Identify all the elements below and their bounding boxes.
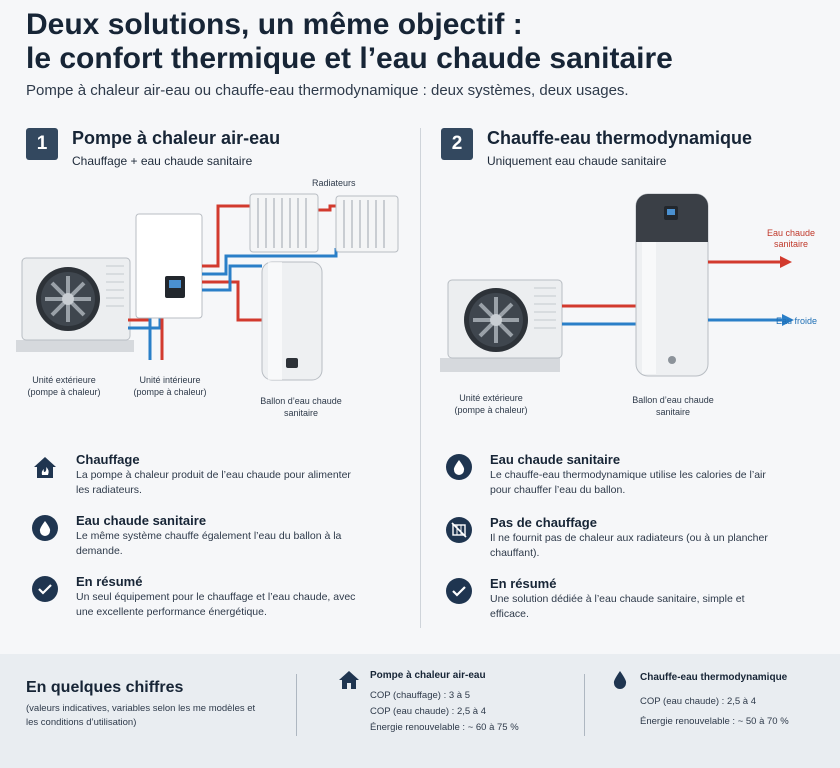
label-cold-water: Eau froide [776,316,818,326]
column-divider [420,128,421,628]
water-drop-icon [446,454,472,480]
radiator-1 [249,193,319,253]
figures-water-heater-line: COP (eau chaude) : 2,5 à 4 [640,696,757,707]
footer-divider-1 [296,674,297,736]
feature-desc: Une solution dédiée à l’eau chaude sanit… [490,593,745,620]
caption-radiators: Radiateurs [312,178,356,188]
water-heater-illustration [440,193,794,377]
feature-desc: Il ne fournit pas de chaleur aux radiate… [490,532,768,559]
figures-heat-pump-line: COP (chauffage) : 3 à 5 [370,690,470,701]
section-subtitle-heat-pump: Chauffage + eau chaude sanitaire [72,154,253,168]
feature-title: Pas de chauffage [490,515,597,530]
no-radiator-icon [446,517,472,543]
feature-title: En résumé [76,574,143,589]
feature-hot-water-left: Eau chaude sanitaire Le même système cha… [32,513,372,563]
figures-heat-pump-line: Énergie renouvelable : ~ 60 à 75 % [370,722,519,733]
feature-desc: Un seul équipement pour le chauffage et … [76,591,356,618]
section-subtitle-water-heater: Uniquement eau chaude sanitaire [487,154,667,168]
hot-water-tank-left [261,261,323,381]
feature-no-heating: Pas de chauffage Il ne fournit pas de ch… [446,515,786,565]
page-title-line2: le confort thermique et l’eau chaude san… [26,42,673,75]
thermodynamic-water-heater [635,193,709,377]
feature-heating: Chauffage La pompe à chaleur produit de … [32,452,372,502]
caption-outdoor-unit-right: Unité extérieure(pompe à chaleur) [454,393,528,415]
key-figures-panel: En quelques chiffres (valeurs indicative… [0,654,840,768]
feature-desc: La pompe à chaleur produit de l’eau chau… [76,469,351,496]
water-drop-icon [32,515,58,541]
section-title-water-heater: Chauffe-eau thermodynamique [487,128,753,148]
feature-title: En résumé [490,576,557,591]
check-icon [446,578,472,604]
feature-desc: Le même système chauffe également l’eau … [76,530,342,557]
feature-summary-right: En résumé Une solution dédiée à l’eau ch… [446,576,786,626]
feature-title: Eau chaude sanitaire [76,513,207,528]
feature-title: Eau chaude sanitaire [490,452,621,467]
indoor-unit [135,213,203,319]
outdoor-unit-base [16,340,134,352]
outdoor-unit-base-right [440,358,560,372]
feature-title: Chauffage [76,452,140,467]
footer-divider-2 [584,674,585,736]
figures-heat-pump-line: COP (eau chaude) : 2,5 à 4 [370,706,487,717]
house-icon [339,671,359,689]
outdoor-unit-left [21,257,131,341]
outdoor-unit-right [447,279,563,359]
page-title-line1: Deux solutions, un même objectif : [26,8,523,41]
figures-water-heater-line: Énergie renouvelable : ~ 50 à 70 % [640,716,789,727]
feature-desc: Le chauffe-eau thermodynamique utilise l… [490,469,766,496]
figures-water-heater-title: Chauffe-eau thermodynamique [640,672,788,683]
check-icon [32,576,58,602]
water-drop-icon [613,671,627,689]
section-number-1: 1 [26,128,58,160]
house-icon [32,454,58,480]
page-subtitle: Pompe à chaleur air-eau ou chauffe-eau t… [26,82,629,99]
section-number-2: 2 [441,128,473,160]
feature-summary-left: En résumé Un seul équipement pour le cha… [32,574,372,624]
caption-outdoor-unit-left: Unité extérieure(pompe à chaleur) [27,375,101,397]
key-figures-note: (valeurs indicatives, variables selon le… [26,703,256,728]
page-title: Deux solutions, un même objectif : le co… [26,8,826,76]
radiator-2 [335,195,399,253]
section-title-heat-pump: Pompe à chaleur air-eau [72,128,281,148]
feature-hot-water-right: Eau chaude sanitaire Le chauffe-eau ther… [446,452,786,502]
key-figures-title: En quelques chiffres [26,679,184,696]
caption-indoor-unit: Unité intérieure(pompe à chaleur) [133,375,207,397]
figures-heat-pump-title: Pompe à chaleur air-eau [370,670,486,681]
heat-pump-illustration [16,193,399,381]
